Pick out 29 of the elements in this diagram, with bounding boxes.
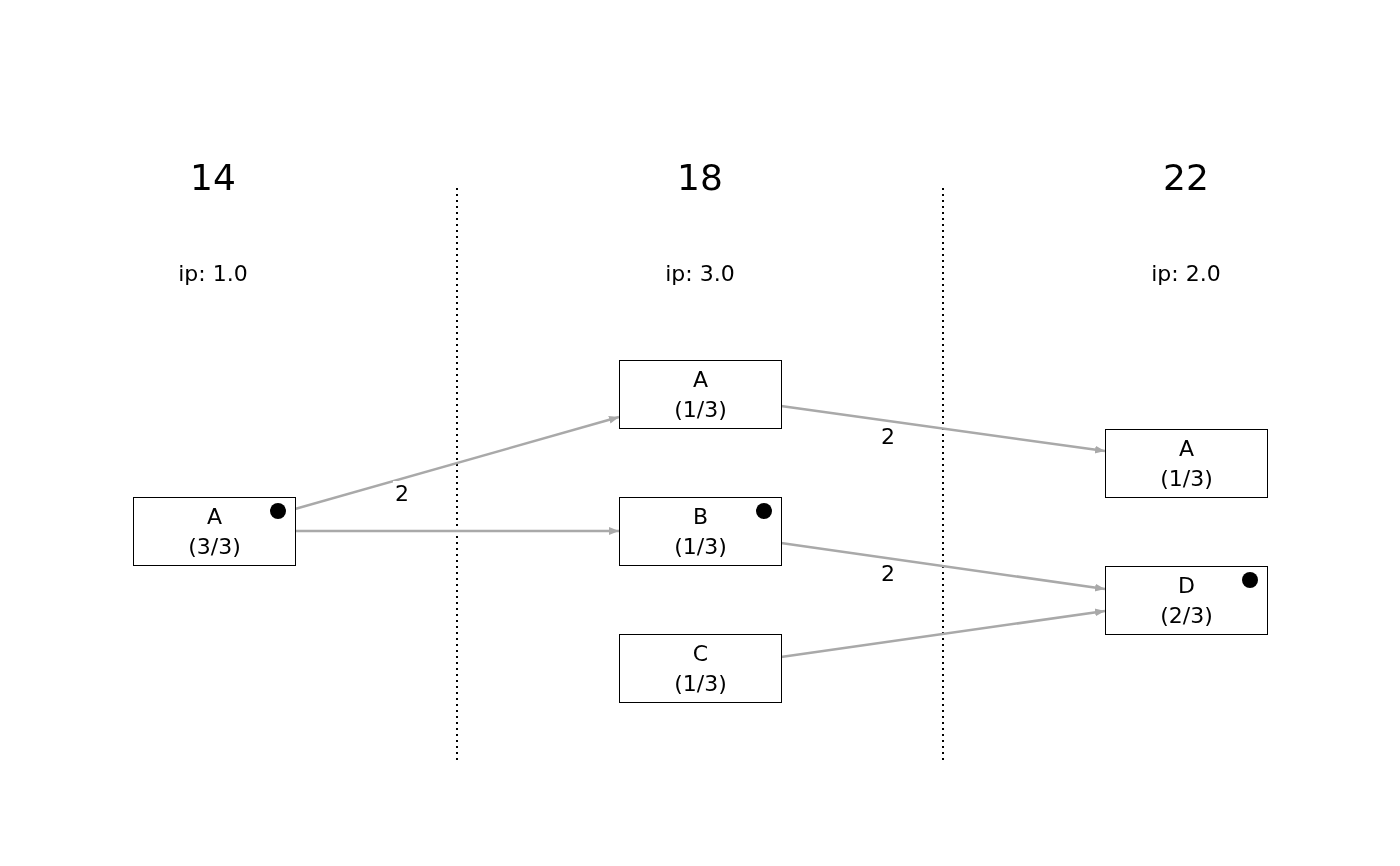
column-subheading: ip: 1.0 [178,260,248,286]
node-box [619,360,782,429]
node-box [619,634,782,703]
arrow [780,608,1106,659]
node-label: (2/3) [1160,601,1213,630]
arrow [294,415,620,511]
node-box [133,497,296,566]
node-label: A [1178,434,1195,463]
node-label: D [1178,571,1195,600]
node-label: (1/3) [674,532,727,561]
node-box [1105,566,1268,635]
arrow [780,541,1106,592]
column-subheading: ip: 2.0 [1151,260,1221,286]
node-box [1105,429,1268,498]
column-heading: 18 [677,156,723,198]
node-label: B [692,502,709,531]
column-heading: 22 [1163,156,1209,198]
node-box [619,497,782,566]
node-label: C [692,639,709,668]
node-label: (1/3) [674,669,727,698]
node-label: (1/3) [1160,464,1213,493]
node-label: (3/3) [188,532,241,561]
column-heading: 14 [190,156,236,198]
arrow [295,527,619,535]
node-label: A [692,365,709,394]
column-subheading: ip: 3.0 [665,260,735,286]
arrow [780,404,1106,454]
node-label: A [206,502,223,531]
node-label: (1/3) [674,395,727,424]
